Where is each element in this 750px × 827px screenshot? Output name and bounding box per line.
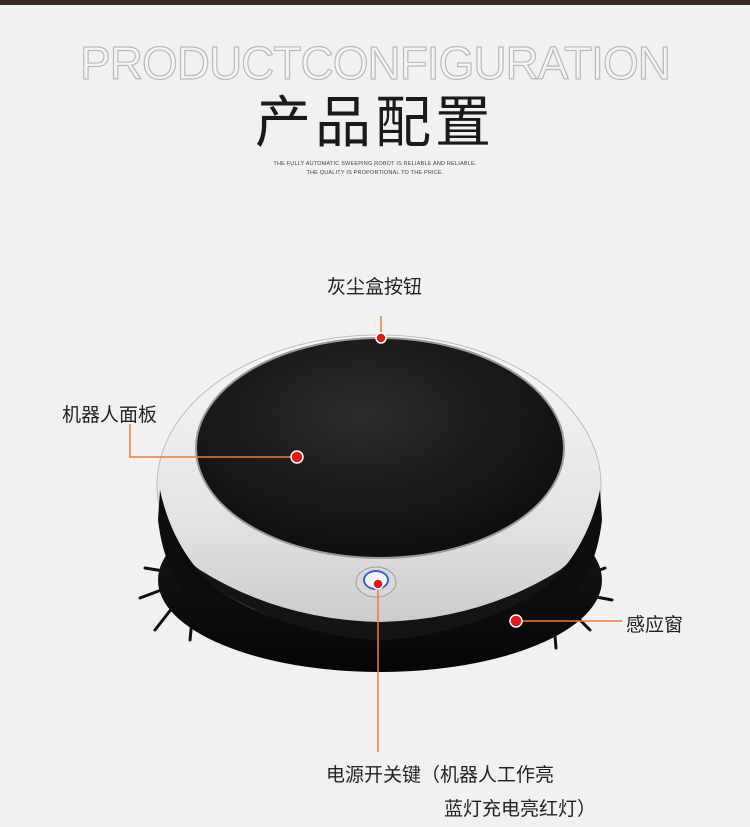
marker-sensor [509, 614, 523, 628]
top-border-bar [0, 0, 750, 5]
marker-panel [290, 450, 304, 464]
callout-power-switch-line-1: 电源开关键（机器人工作亮 [326, 764, 555, 786]
marker-power [372, 578, 384, 590]
title-english: PRODUCTCONFIGURATION [79, 36, 671, 89]
subtitle-line-1: THE FULLY AUTOMATIC SWEEPING ROBOT IS RE… [273, 161, 477, 167]
leader-line-panel [129, 424, 297, 458]
callout-sensor-window: 感应窗 [626, 614, 684, 636]
robot-top-panel [195, 337, 565, 559]
callout-power-switch-line-2: 蓝灯充电亮红灯） [444, 798, 597, 820]
subtitle-line-2: THE QUALITY IS PROPORTIONAL TO THE PRICE… [306, 170, 444, 176]
marker-dust-box [375, 332, 387, 344]
title-chinese: 产品配置 [255, 91, 495, 156]
robot-bumper-band [160, 500, 600, 640]
callout-dust-box-button: 灰尘盒按钮 [327, 276, 423, 298]
callout-robot-panel: 机器人面板 [62, 404, 158, 426]
